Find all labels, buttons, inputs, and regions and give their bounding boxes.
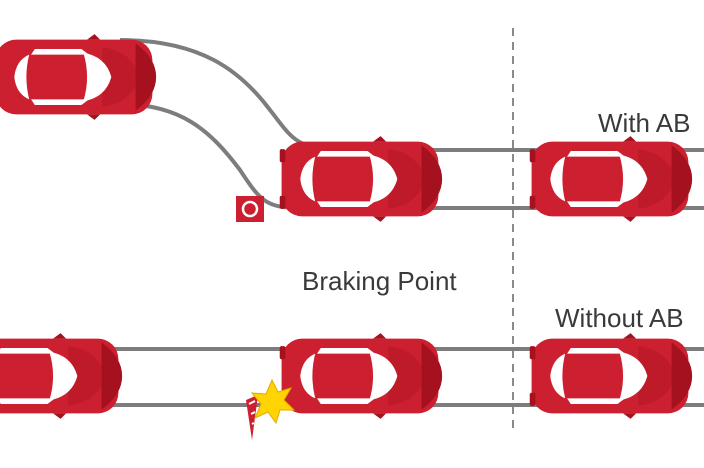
car-braking-with-abs (279, 136, 443, 222)
obstacle-icon (236, 196, 264, 222)
with-abs-label: With AB (598, 108, 690, 138)
braking-point-label: Braking Point (302, 266, 457, 296)
car-end-with-abs (529, 136, 693, 222)
car-start-without-abs (0, 333, 123, 419)
car-start-with-abs (0, 34, 157, 120)
car-braking-without-abs (279, 333, 443, 419)
skid-marks-icon (246, 395, 258, 440)
impact-star-icon (250, 378, 296, 425)
without-abs-label: Without AB (555, 303, 684, 333)
car-end-without-abs (529, 333, 693, 419)
